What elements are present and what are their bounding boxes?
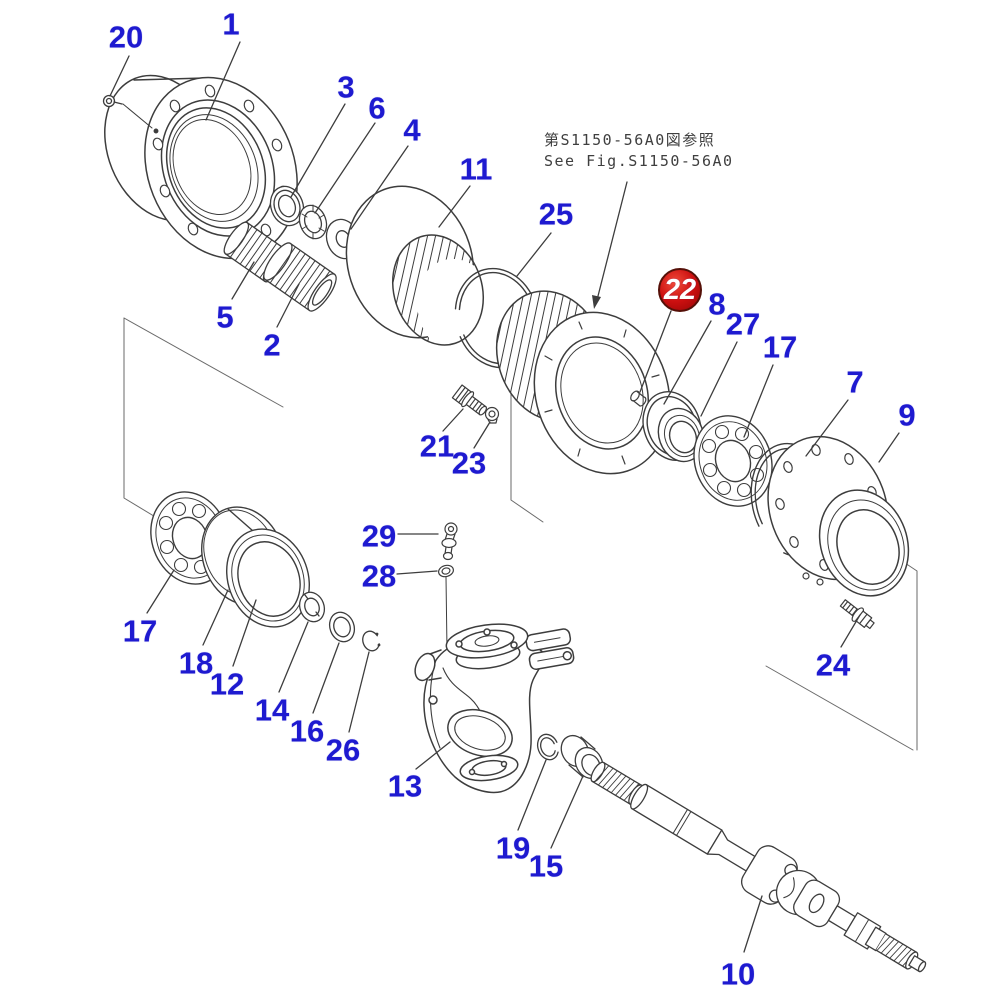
part-8-27-retainer-rings	[642, 391, 705, 463]
see-fig-arrow	[592, 181, 628, 309]
part-number-16[interactable]: 16	[289, 713, 325, 749]
part-number-11[interactable]: 11	[459, 151, 493, 187]
leader-line-17-left	[146, 569, 175, 614]
leader-line-24	[840, 614, 861, 648]
leader-line-6	[314, 122, 376, 214]
part-number-19[interactable]: 19	[495, 830, 531, 866]
leader-line-26	[348, 651, 370, 733]
leader-line-5	[231, 261, 255, 300]
part-6-splined-washer	[298, 204, 328, 240]
part-number-18[interactable]: 18	[178, 645, 214, 681]
part-28-plug	[438, 564, 454, 651]
leader-line-13	[415, 741, 451, 770]
part-17-right-bearing	[693, 415, 773, 507]
part-number-20[interactable]: 20	[108, 19, 144, 55]
part-number-3[interactable]: 3	[337, 69, 355, 105]
part-number-21[interactable]: 21	[419, 428, 455, 464]
leader-line-3	[290, 103, 346, 198]
leader-line-1	[205, 41, 241, 121]
part-29-grease-fitting	[441, 522, 458, 561]
part-number-27[interactable]: 27	[725, 306, 761, 342]
part-13-steering-knuckle	[414, 623, 575, 794]
part-1-hub-cover	[104, 74, 298, 260]
leader-line-12	[232, 599, 257, 667]
part-number-22[interactable]: 22	[658, 268, 702, 312]
part-number-14[interactable]: 14	[254, 692, 290, 728]
part-24-bolt	[839, 599, 875, 630]
leader-line-16	[312, 642, 340, 714]
leader-line-19	[517, 759, 547, 831]
part-11-needle-bearing	[345, 185, 498, 357]
leader-line-8	[663, 320, 712, 405]
leader-lines	[109, 41, 900, 953]
part-number-9[interactable]: 9	[898, 397, 916, 433]
leader-line-17-right	[743, 364, 774, 438]
leader-line-9	[878, 432, 900, 463]
part-number-24[interactable]: 24	[815, 647, 851, 683]
leader-line-15	[550, 775, 584, 849]
part-26-snap-ring	[362, 630, 381, 652]
part-number-6[interactable]: 6	[368, 90, 386, 126]
part-14-ring	[298, 591, 326, 623]
part-number-5[interactable]: 5	[216, 299, 234, 335]
part-2-splined-bushing	[263, 242, 337, 312]
part-15-bushing	[560, 734, 604, 780]
leader-line-28	[396, 570, 438, 575]
leader-line-14	[278, 621, 309, 693]
part-3-seal-ring	[269, 185, 305, 227]
part-18-12-seal-rings	[201, 506, 310, 628]
leader-line-4	[350, 145, 409, 230]
part-number-28[interactable]: 28	[361, 558, 397, 594]
part-19-snap-ring	[536, 733, 560, 761]
part-21-bolt	[451, 384, 487, 416]
part-20-bolt	[102, 94, 159, 134]
part-number-15[interactable]: 15	[528, 848, 564, 884]
part-number-7[interactable]: 7	[846, 364, 864, 400]
leader-line-22	[639, 310, 672, 393]
reference-note: 第S1150-56A0図参照 See Fig.S1150-56A0	[544, 130, 734, 172]
leader-line-2	[276, 283, 300, 328]
leader-line-23	[473, 421, 491, 449]
part-number-2[interactable]: 2	[263, 327, 281, 363]
part-10-axle-shaft	[590, 761, 927, 973]
part-9-wheel-hub	[767, 435, 910, 597]
leader-line-27	[700, 341, 738, 417]
part-number-4[interactable]: 4	[403, 112, 421, 148]
reference-note-jp: 第S1150-56A0図参照	[544, 131, 716, 149]
part-number-17-left[interactable]: 17	[122, 613, 158, 649]
leader-line-10	[743, 895, 763, 953]
part-number-8[interactable]: 8	[708, 286, 726, 322]
leader-line-11	[438, 185, 471, 228]
leader-line-18	[202, 589, 229, 646]
part-number-13[interactable]: 13	[387, 768, 423, 804]
leader-line-21	[442, 408, 464, 432]
part-number-1[interactable]: 1	[222, 6, 240, 42]
leader-line-25	[516, 232, 552, 277]
part-number-23[interactable]: 23	[451, 445, 487, 481]
part-number-25[interactable]: 25	[538, 196, 574, 232]
leader-line-20	[109, 55, 130, 97]
part-number-17-right[interactable]: 17	[762, 329, 798, 365]
part-22-pin	[630, 390, 647, 407]
reference-note-en: See Fig.S1150-56A0	[544, 152, 734, 170]
part-number-29[interactable]: 29	[361, 518, 397, 554]
part-16-ring	[328, 611, 356, 643]
leader-line-7	[805, 399, 849, 457]
part-number-12[interactable]: 12	[209, 666, 245, 702]
ring-gear-drawing	[480, 290, 671, 475]
part-23-nut	[484, 406, 500, 424]
part-number-10[interactable]: 10	[720, 956, 756, 992]
part-number-26[interactable]: 26	[325, 732, 361, 768]
